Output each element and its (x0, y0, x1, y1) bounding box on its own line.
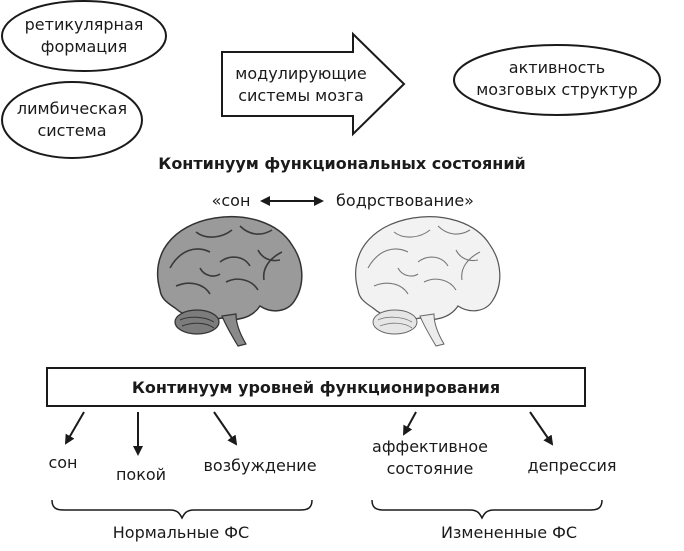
functioning-levels-title: Континуум уровней функционирования (131, 377, 501, 397)
reticular-formation-label: ретикулярная формация (24, 15, 144, 56)
arrow-to-affective (403, 411, 417, 436)
wakefulness-pole-label: бодрствование» (336, 191, 474, 210)
normal-states-group-label: Нормальные ФС (112, 523, 250, 542)
state-excitation: возбуждение (203, 456, 317, 475)
state-depression: депрессия (527, 456, 617, 475)
limbic-system-ellipse (1, 81, 143, 159)
reticular-formation-ellipse (1, 0, 167, 72)
functioning-levels-box: Континуум уровней функционирования (46, 367, 586, 407)
brain-light-illustration (355, 216, 501, 347)
state-affective: аффективное состояние (372, 437, 488, 478)
brain-activity-ellipse (453, 44, 661, 116)
altered-states-brace (371, 499, 603, 520)
normal-states-brace (51, 499, 313, 520)
state-rest: покой (115, 465, 167, 484)
limbic-system-label: лимбическая система (16, 99, 128, 140)
modulating-systems-label: модулирующие системы мозга (235, 64, 367, 105)
arrow-to-depression (529, 411, 554, 446)
altered-states-group-label: Измененные ФС (440, 523, 578, 542)
functional-states-continuum-title: Континуум функциональных состояний (158, 154, 526, 173)
arrow-to-sleep (64, 411, 85, 445)
brain-dark-illustration (156, 215, 303, 347)
sleep-pole-label: «сон (211, 191, 251, 210)
state-sleep: сон (48, 453, 78, 472)
modulating-systems-arrow (221, 31, 406, 137)
brain-activity-label: активность мозговых структур (476, 58, 638, 99)
arrow-to-excitation (213, 411, 238, 446)
